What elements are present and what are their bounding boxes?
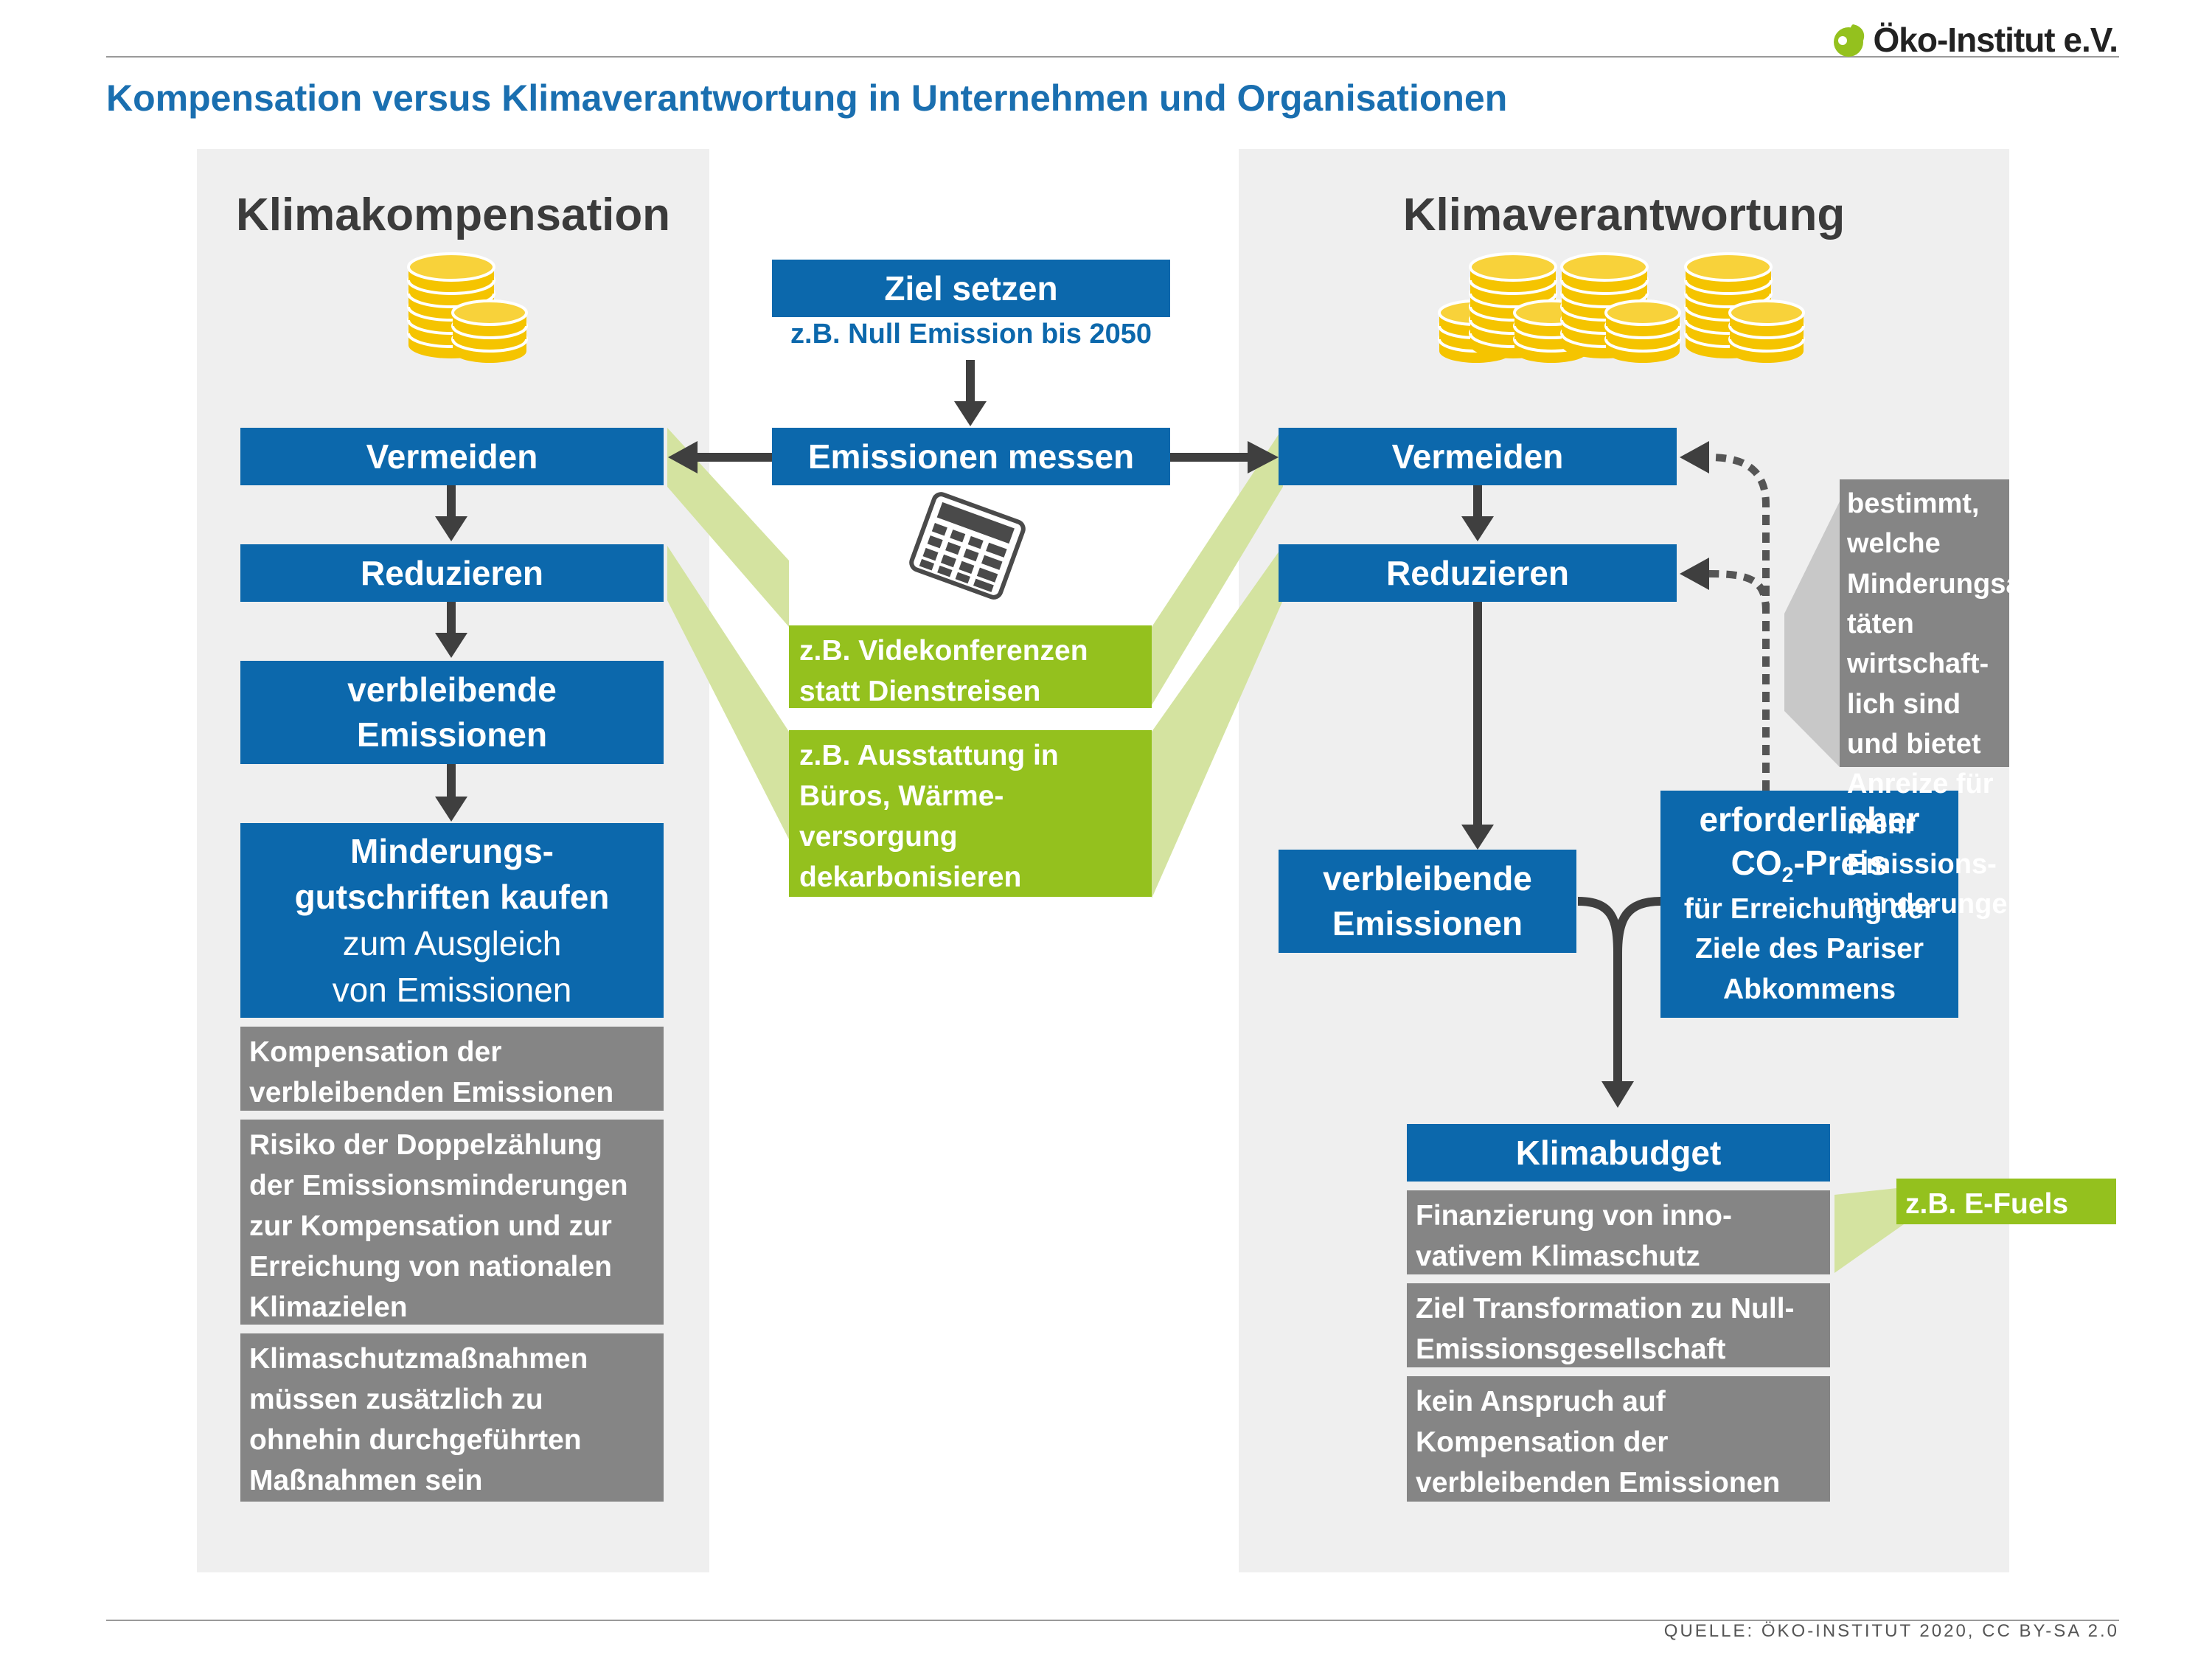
right-note-finanzierung: Finanzierung von inno-vativem Klimaschut…	[1407, 1190, 1830, 1274]
minderung-line4: von Emissionen	[332, 970, 572, 1009]
co2-line1: erforderlicher	[1699, 800, 1920, 839]
right-verbleibende-box: verbleibende Emissionen	[1279, 850, 1576, 953]
left-verbleibende-line2: Emissionen	[356, 715, 548, 754]
co2-preis-box: erforderlicher CO2-Preis für Erreichung …	[1660, 791, 1958, 1018]
source-credit: QUELLE: ÖKO-INSTITUT 2020, CC BY-SA 2.0	[1663, 1621, 2119, 1641]
left-note-doppelzaehlung: Risiko der Doppelzählung der Emissionsmi…	[240, 1120, 664, 1325]
minderung-line1: Minderungs-	[350, 831, 554, 870]
co2-line2-a: CO	[1731, 844, 1782, 883]
left-note-kompensation: Kompensation der verbleibenden Emissione…	[240, 1027, 664, 1111]
minderungsgutschriften-box: Minderungs- gutschriften kaufen zum Ausg…	[240, 823, 664, 1018]
right-note-kein-anspruch: kein Anspruch auf Kompensation der verbl…	[1407, 1376, 1830, 1502]
left-vermeiden-box: Vermeiden	[240, 428, 664, 485]
right-vermeiden-box: Vermeiden	[1279, 428, 1677, 485]
right-verbleibende-line2: Emissionen	[1332, 904, 1523, 943]
left-verbleibende-line1: verbleibende	[347, 670, 557, 709]
footer-rule	[106, 1620, 2119, 1621]
left-reduzieren-box: Reduzieren	[240, 544, 664, 602]
co2-line3: für Erreichung der Ziele des Pariser Abk…	[1683, 892, 1935, 1006]
page-title: Kompensation versus Klimaverantwortung i…	[106, 77, 1508, 119]
co2-line2-b: -Preis	[1793, 844, 1888, 883]
logo: Öko-Institut e.V.	[1828, 18, 2118, 62]
co2-line2-sub: 2	[1781, 864, 1794, 888]
logo-text: Öko-Institut e.V.	[1873, 21, 2118, 59]
ziel-setzen-box: Ziel setzen	[772, 260, 1170, 317]
right-note-transformation: Ziel Transformation zu Null-Emissionsges…	[1407, 1283, 1830, 1367]
example-videokonferenzen: z.B. Videkonferenzen statt Dienstreisen	[789, 625, 1152, 708]
left-panel-title: Klimakompensation	[235, 190, 671, 240]
efuels-box: z.B. E-Fuels	[1896, 1179, 2116, 1224]
left-verbleibende-box: verbleibende Emissionen	[240, 661, 664, 764]
example-ausstattung: z.B. Ausstattung in Büros, Wärme-versorg…	[789, 730, 1152, 897]
logo-leaf-icon	[1833, 24, 1864, 57]
minderung-line2: gutschriften kaufen	[294, 878, 610, 917]
minderung-line3: zum Ausgleich	[342, 924, 562, 962]
right-reduzieren-box: Reduzieren	[1279, 544, 1677, 602]
emissionen-messen-box: Emissionen messen	[772, 428, 1170, 485]
ziel-setzen-subtitle: z.B. Null Emission bis 2050	[790, 319, 1152, 350]
co2-line2: CO2-Preis	[1731, 842, 1888, 889]
klimabudget-box: Klimabudget	[1407, 1124, 1830, 1182]
right-panel-title: Klimaverantwortung	[1402, 190, 1846, 240]
header-rule	[106, 56, 2119, 58]
co2-note-box: bestimmt, welche Minderungsaktivi-täten …	[1840, 479, 2087, 920]
left-note-zusaetzlichkeit: Klimaschutzmaßnahmen müssen zusätzlich z…	[240, 1333, 664, 1502]
right-verbleibende-line1: verbleibende	[1323, 859, 1532, 898]
